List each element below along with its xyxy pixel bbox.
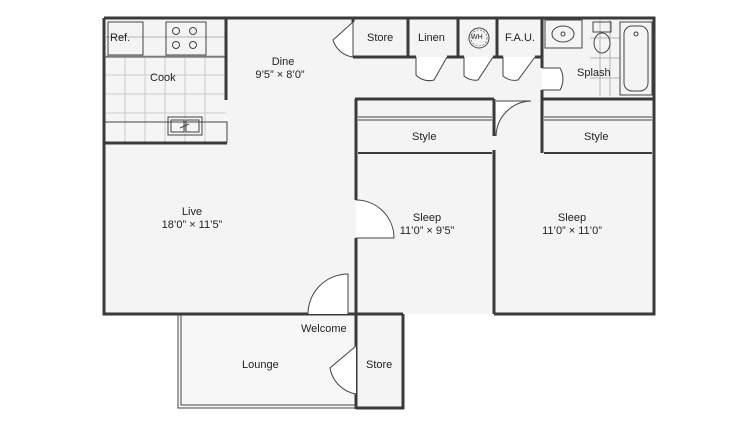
room-label-welcome: Welcome [301, 323, 347, 335]
room-dimensions: 11’0” × 11’0” [542, 225, 602, 237]
burner-icon [189, 41, 197, 49]
store-door [332, 20, 354, 58]
room-name: Dine [271, 56, 295, 68]
sink-outline [167, 116, 203, 136]
room-label-store-top: Store [367, 32, 394, 44]
room-label-linen: Linen [418, 32, 445, 44]
store-bottom-floor [356, 315, 403, 408]
room-label-live: Live 18’0” × 11’5” [160, 206, 224, 232]
lounge-railing [177, 315, 356, 409]
lavatory-icon [551, 25, 575, 43]
room-name: Live [181, 206, 203, 218]
refrigerator-outline [107, 21, 144, 56]
toilet-tank [592, 21, 612, 33]
room-dimensions: 9’5” × 8’0” [255, 69, 305, 81]
vanity-outline [544, 19, 583, 49]
lounge-floor [178, 315, 358, 408]
room-label-style-left: Style [412, 131, 437, 143]
exterior-walls [102, 16, 656, 316]
room-name: Sleep [412, 212, 442, 224]
room-name: Sleep [557, 212, 587, 224]
room-label-fau: F.A.U. [505, 32, 535, 44]
stove-outline [165, 21, 207, 56]
room-label-splash: Splash [577, 67, 611, 79]
water-heater-icon [468, 27, 490, 49]
room-label-lounge: Lounge [242, 359, 279, 371]
interior-walls [104, 18, 654, 410]
closet-lines [358, 116, 652, 154]
room-label-store-bottom: Store [366, 359, 393, 371]
room-label-dine: Dine 9’5” × 8’0” [255, 56, 308, 82]
kitchen-tile-grid [106, 36, 226, 143]
room-label-cook: Cook [150, 72, 176, 84]
burner-icon [189, 27, 197, 35]
room-label-ref: Ref. [110, 32, 131, 44]
room-label-sleep-right: Sleep 11’0” × 11’0” [539, 212, 605, 238]
toilet-icon [593, 32, 611, 54]
room-label-sleep-left: Sleep 11’0” × 9’5” [395, 212, 459, 238]
doors [307, 20, 564, 395]
room-label-style-right: Style [584, 131, 609, 143]
burner-icon [172, 27, 180, 35]
room-dimensions: 11’0” × 9’5” [399, 225, 455, 237]
bathtub-outline [619, 21, 653, 96]
room-label-wh: WH [471, 34, 483, 41]
burner-icon [172, 41, 180, 49]
room-dimensions: 18’0” × 11’5” [161, 219, 223, 231]
